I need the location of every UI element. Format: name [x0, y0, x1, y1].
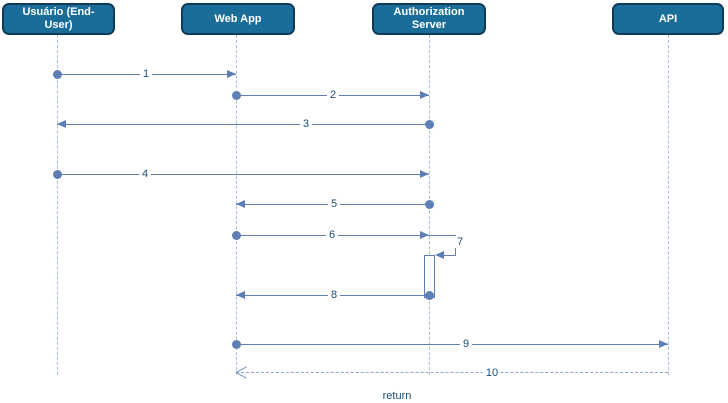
message-1-origin-dot — [52, 69, 62, 79]
lifeline-user — [56, 35, 58, 375]
lifeline-api — [667, 35, 669, 375]
participant-auth-server-box: Authorization Server — [372, 3, 486, 35]
message-5-origin-dot — [424, 199, 434, 209]
participant-auth-server-label: Authorization Server — [393, 6, 465, 31]
return-caption: return — [382, 390, 412, 402]
message-9-label: 9 — [459, 338, 473, 350]
message-6-arrowhead-icon — [420, 231, 429, 239]
message-5-arrowhead-icon — [236, 200, 245, 208]
message-2-label: 2 — [326, 89, 340, 101]
message-3-label: 3 — [299, 118, 313, 130]
message-4-line — [57, 174, 429, 175]
message-2-origin-dot — [231, 90, 241, 100]
message-7-loop-bottom-line — [441, 255, 455, 256]
message-9-line — [236, 344, 668, 345]
message-10-open-arrowhead-icon — [235, 372, 247, 379]
message-3-arrowhead-icon — [57, 120, 66, 128]
message-9-origin-dot — [231, 339, 241, 349]
message-6-origin-dot — [231, 230, 241, 240]
participant-user-label: Usuário (End-User) — [22, 6, 95, 31]
message-8-origin-dot — [424, 290, 434, 300]
message-1-label: 1 — [139, 68, 153, 80]
message-5-label: 5 — [327, 198, 341, 210]
participant-api-box: API — [612, 3, 724, 35]
message-4-origin-dot — [52, 169, 62, 179]
message-7-arrowhead-icon — [435, 251, 444, 259]
message-7-label: 7 — [453, 236, 467, 248]
message-8-label: 8 — [327, 289, 341, 301]
message-1-arrowhead-icon — [227, 70, 236, 78]
message-3-line — [57, 124, 429, 125]
participant-api-label: API — [658, 12, 678, 25]
message-4-arrowhead-icon — [420, 170, 429, 178]
message-3-origin-dot — [424, 119, 434, 129]
message-4-label: 4 — [138, 168, 152, 180]
participant-user-box: Usuário (End-User) — [2, 3, 115, 35]
message-6-label: 6 — [325, 229, 339, 241]
message-9-arrowhead-icon — [659, 340, 668, 348]
participant-webapp-label: Web App — [214, 12, 262, 25]
message-2-arrowhead-icon — [420, 91, 429, 99]
message-10-dashed-line — [236, 372, 668, 373]
participant-webapp-box: Web App — [181, 3, 295, 35]
message-10-label: 10 — [482, 367, 502, 379]
message-8-arrowhead-icon — [236, 291, 245, 299]
